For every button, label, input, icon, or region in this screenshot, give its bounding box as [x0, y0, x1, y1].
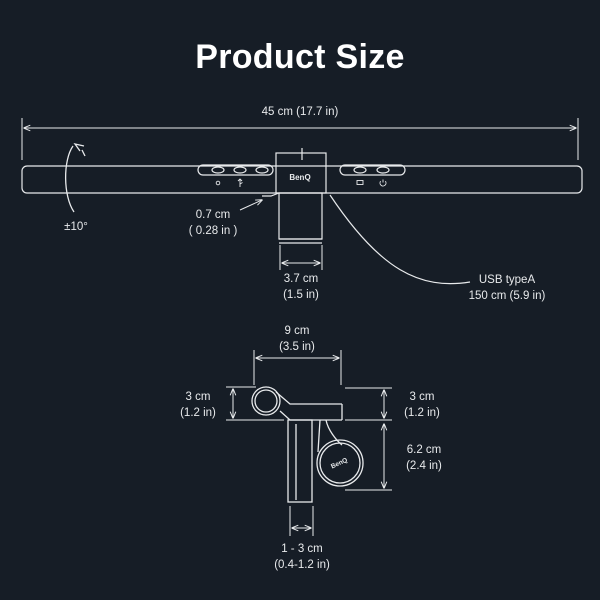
left-height-dimension	[226, 386, 284, 421]
left-height-cm: 3 cm	[185, 391, 211, 403]
power-icon	[379, 179, 387, 187]
gap-leader	[239, 200, 262, 211]
left-height-in: (1.2 in)	[180, 407, 216, 419]
length-dimension-line	[21, 118, 579, 160]
thickness-in: (0.4-1.2 in)	[274, 559, 330, 571]
right-height-label: 3 cm (1.2 in)	[394, 389, 450, 421]
clamp-width-dimension	[253, 350, 342, 385]
clamp-side-view	[251, 386, 364, 503]
right-height-cm: 3 cm	[409, 391, 435, 403]
gap-label: 0.7 cm ( 0.28 in )	[178, 207, 248, 239]
cable-label: USB typeA 150 cm (5.9 in)	[452, 272, 562, 304]
clamp-brand-logo: BenQ	[330, 457, 349, 471]
clamp-width-in: (3.5 in)	[279, 341, 315, 353]
clamp-width-label: 9 cm (3.5 in)	[262, 323, 332, 355]
clip-width-dimension	[279, 245, 323, 270]
cable-length: 150 cm (5.9 in)	[468, 290, 546, 302]
gap-label-cm: 0.7 cm	[195, 209, 231, 221]
weight-height-label: 6.2 cm (2.4 in)	[394, 442, 454, 474]
thickness-cm: 1 - 3 cm	[281, 543, 323, 555]
page-title: Product Size	[195, 38, 405, 76]
clip-width-label: 3.7 cm (1.5 in)	[266, 271, 336, 303]
thickness-label: 1 - 3 cm (0.4-1.2 in)	[262, 541, 342, 573]
clamp-width-cm: 9 cm	[284, 325, 310, 337]
cable-type: USB typeA	[478, 274, 536, 286]
rotation-label: ±10°	[64, 221, 88, 233]
right-height-in: (1.2 in)	[404, 407, 440, 419]
sensor-icon	[215, 180, 221, 186]
light-bar	[21, 164, 583, 194]
clip-width-in: (1.5 in)	[283, 289, 319, 301]
usb-icon	[237, 178, 243, 187]
length-label: 45 cm (17.7 in)	[261, 106, 339, 118]
battery-icon	[356, 180, 364, 185]
rotation-arrow-icon	[65, 142, 86, 213]
light-bar-icons	[215, 178, 387, 187]
weight-height-dimension	[345, 424, 392, 491]
brand-logo: BenQ	[289, 173, 310, 182]
gap-label-in: ( 0.28 in )	[188, 225, 238, 237]
usb-cable	[329, 194, 471, 285]
right-height-dimension	[345, 387, 392, 421]
left-height-label: 3 cm (1.2 in)	[170, 389, 226, 421]
weight-height-in: (2.4 in)	[406, 460, 442, 472]
thickness-dimension	[289, 506, 314, 536]
weight-height-cm: 6.2 cm	[406, 444, 442, 456]
clip-width-cm: 3.7 cm	[283, 273, 319, 285]
top-clip	[262, 148, 327, 244]
